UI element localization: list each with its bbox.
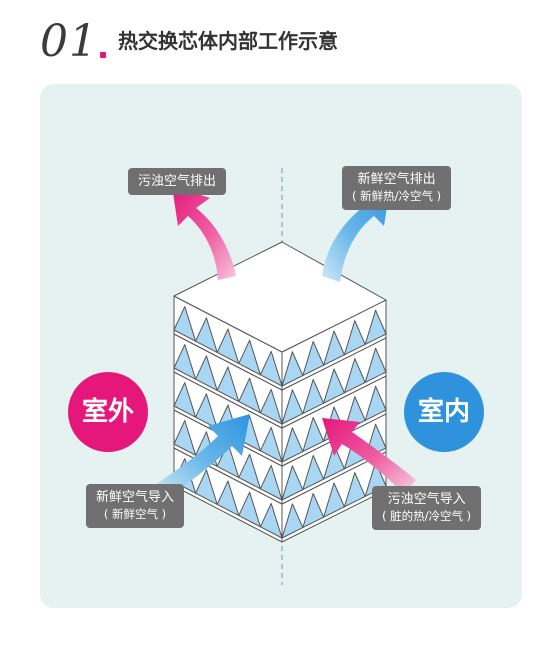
core-channel	[238, 453, 261, 490]
exhaust-in-label: 污浊空气导入 ( 脏的热/冷空气 )	[372, 486, 482, 530]
core-channel	[195, 317, 218, 353]
pink-arrow-exhaust-in-icon	[322, 418, 416, 494]
supply-in-label-line1: 新鲜空气导入	[96, 490, 175, 505]
supply-out-label-line1: 新鲜空气排出	[357, 172, 436, 187]
core-channel	[343, 358, 366, 394]
core-channel	[343, 472, 366, 508]
core-channel	[259, 502, 283, 539]
core-channel	[259, 464, 283, 501]
core-channel	[281, 427, 304, 463]
core-channel	[323, 444, 345, 480]
exhaust-in-label-line1: 污浊空气导入	[387, 492, 466, 507]
core-channel	[238, 339, 261, 376]
core-channel	[259, 350, 283, 387]
exhaust-out-label-line1: 污浊空气排出	[138, 174, 217, 189]
step-dot	[100, 52, 106, 58]
exchanger-core	[173, 241, 387, 543]
core-channel	[323, 368, 345, 404]
core-channel	[364, 385, 387, 421]
core-channel	[259, 426, 283, 463]
core-channel	[195, 393, 218, 429]
pink-arrow-exhaust-out-icon	[172, 186, 236, 280]
core-layer	[173, 333, 387, 429]
core-channel	[281, 503, 304, 539]
core-channel	[238, 377, 261, 414]
core-channel	[302, 340, 325, 377]
core-channel	[173, 306, 197, 342]
page-title: 热交换芯体内部工作示意	[118, 29, 338, 53]
core-channel	[195, 355, 218, 391]
core-channel	[173, 382, 197, 418]
supply-out-label-line2: ( 新鲜热/冷空气 )	[352, 189, 442, 203]
supply-out-label: 新鲜空气排出 ( 新鲜热/冷空气 )	[342, 166, 452, 210]
core-channel	[302, 492, 325, 529]
supply-in-label: 新鲜空气导入 ( 新鲜空气 )	[86, 484, 185, 528]
core-channel	[302, 454, 325, 491]
exhaust-in-label-line2: ( 脏的热/冷空气 )	[382, 509, 472, 523]
core-channel	[323, 330, 345, 366]
core-channel	[364, 347, 387, 383]
core-channel	[343, 320, 366, 356]
core-channel	[195, 469, 218, 505]
outdoor-badge: 室外	[68, 372, 148, 452]
core-channel	[259, 388, 283, 425]
core-channel	[216, 366, 240, 403]
core-channel	[173, 420, 197, 456]
core-channel	[302, 378, 325, 415]
core-layer	[173, 295, 387, 391]
core-channel	[364, 309, 387, 345]
core-channel	[173, 344, 197, 380]
core-channel	[238, 491, 261, 528]
core-channel	[216, 328, 240, 365]
blue-arrow-supply-in-icon	[150, 414, 250, 502]
core-channel	[323, 482, 345, 518]
core-channel	[302, 416, 325, 453]
core-channel	[281, 465, 304, 501]
step-number: 01	[40, 16, 98, 67]
blue-arrow-supply-out-icon	[322, 186, 390, 282]
exhaust-out-label: 污浊空气排出	[128, 168, 227, 195]
indoor-badge: 室内	[404, 372, 484, 452]
header: 01 热交换芯体内部工作示意	[0, 0, 560, 80]
core-channel	[281, 389, 304, 425]
supply-in-label-line2: ( 新鲜空气 )	[103, 507, 167, 521]
core-channel	[216, 480, 240, 517]
core-channel	[281, 351, 304, 387]
